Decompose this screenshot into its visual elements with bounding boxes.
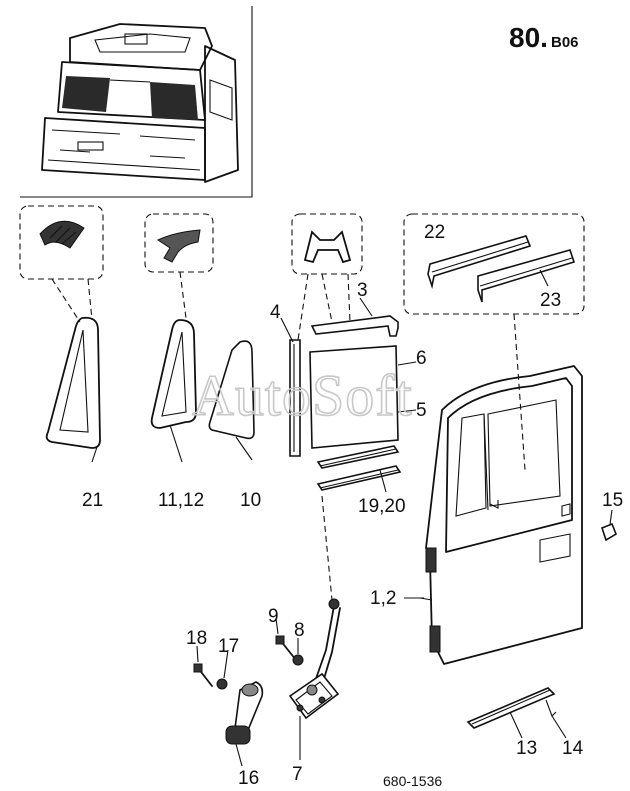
door-glass-6: [309, 345, 417, 449]
bolt-9: [275, 617, 297, 661]
detail-box-11-12: [144, 213, 214, 319]
detail-box-21: [19, 205, 104, 323]
window-seal-3: [310, 297, 399, 337]
callout-17: 17: [218, 636, 239, 657]
door-stop-15: [601, 509, 617, 542]
nut-8: [292, 638, 304, 666]
callout-7: 7: [292, 764, 303, 785]
callout-1-2: 1,2: [370, 588, 396, 609]
section-code-main: 80.: [509, 22, 548, 53]
strip-5: [397, 409, 417, 413]
quarter-window-seal-21: [45, 316, 101, 463]
cab-door-1-2: [419, 365, 583, 665]
callout-8: 8: [294, 620, 305, 641]
vertical-channel-4: [280, 317, 301, 457]
window-rail-22: [427, 235, 532, 290]
callout-22: 22: [424, 222, 445, 243]
callout-9: 9: [268, 606, 279, 627]
callout-23: 23: [540, 290, 561, 311]
window-regulator-7: [288, 495, 341, 760]
quarter-glass-10: [208, 340, 255, 461]
detail-box-22-23: [403, 213, 585, 471]
callout-10: 10: [240, 490, 261, 511]
window-rail-23: [477, 249, 576, 303]
callout-19-20: 19,20: [358, 496, 406, 517]
callout-labels: 21 11,12 10 4 3 6 5 19,20 22 23 15 1,2 9…: [82, 222, 623, 789]
callout-3: 3: [357, 280, 368, 301]
cab-overview-thumbnail: [20, 6, 253, 198]
callout-5: 5: [416, 400, 427, 421]
screw-18: [193, 645, 213, 687]
callout-11-12: 11,12: [158, 490, 204, 511]
callout-21: 21: [82, 490, 103, 511]
callout-18: 18: [186, 628, 207, 649]
belt-seals-19-20: [316, 445, 402, 493]
washer-17: [216, 649, 229, 690]
callout-14: 14: [562, 738, 584, 759]
watermark: AutoSoft: [192, 363, 413, 428]
winder-handle-16: [225, 681, 264, 767]
callout-15: 15: [602, 490, 623, 511]
callout-16: 16: [238, 768, 259, 789]
section-code-sub: B06: [551, 34, 579, 51]
callout-13: 13: [516, 738, 537, 759]
drawing-number: 680-1536: [383, 773, 442, 789]
catalog-section-code: 80. B06: [509, 22, 579, 53]
callout-4: 4: [270, 302, 281, 323]
sill-trim-13: [466, 687, 556, 739]
detail-box-3-4: [291, 213, 363, 341]
quarter-window-glass-11-12: [150, 319, 197, 463]
clip-14: [545, 699, 567, 739]
callout-6: 6: [416, 348, 427, 369]
